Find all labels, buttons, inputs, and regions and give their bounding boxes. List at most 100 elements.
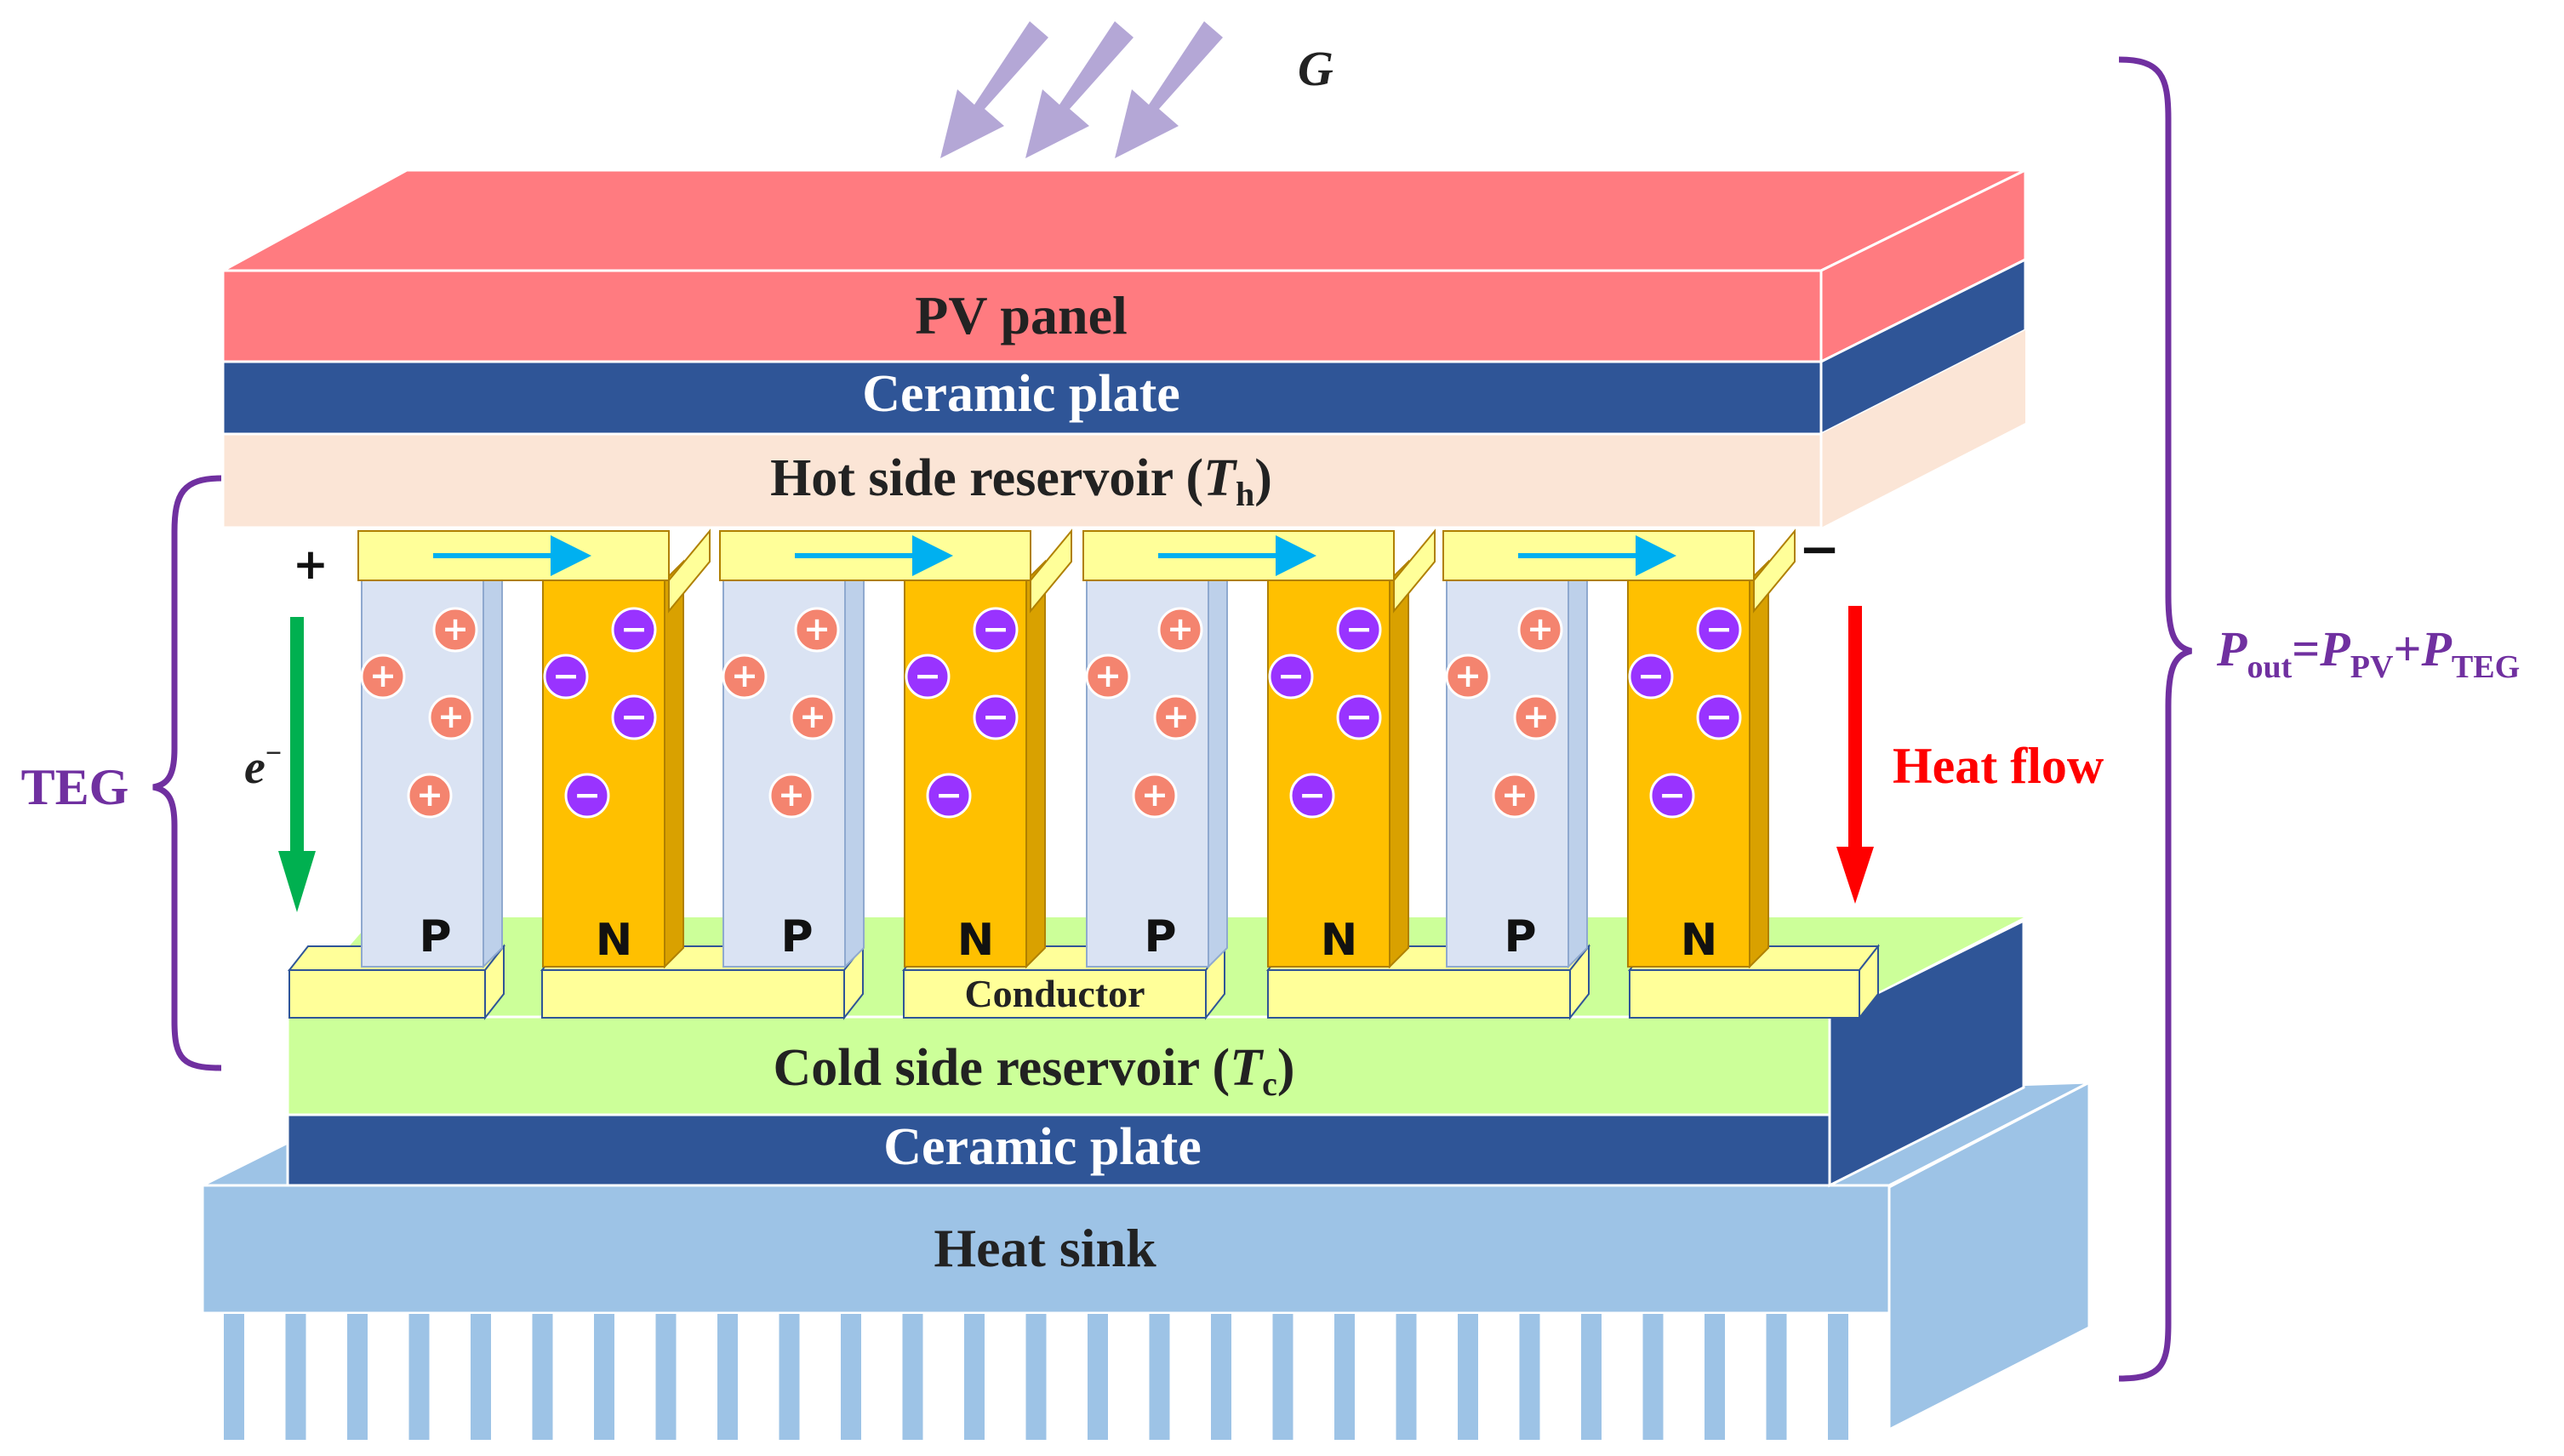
positive-charge-sign: + xyxy=(1501,776,1528,814)
positive-charge-sign: + xyxy=(803,610,831,648)
n-leg-label: N xyxy=(596,915,633,966)
positive-charge xyxy=(1157,607,1203,653)
negative-charge-sign: − xyxy=(1705,610,1733,648)
heat-sink-fin xyxy=(222,1312,246,1442)
top-conductor-side xyxy=(668,528,711,614)
p-leg-side xyxy=(844,559,865,969)
negative-charge xyxy=(543,654,589,699)
positive-charge-sign: + xyxy=(369,657,397,694)
heat-sink-fin xyxy=(1641,1312,1665,1442)
negative-charge-sign: − xyxy=(1277,657,1305,694)
heat-sink-fin xyxy=(1333,1312,1356,1442)
negative-charge-sign: − xyxy=(914,657,941,694)
teg-brace xyxy=(152,475,222,1071)
heat-sink-fin xyxy=(777,1312,802,1442)
n-leg-label: N xyxy=(1681,915,1718,966)
positive-charge xyxy=(722,654,768,699)
negative-charge-sign: − xyxy=(982,610,1009,648)
heat-sink-fin xyxy=(469,1312,493,1442)
heat-sink-fin xyxy=(1826,1312,1850,1442)
irradiance-arrow xyxy=(1025,21,1134,158)
negative-charge-sign: − xyxy=(982,698,1009,735)
positive-charge-sign: + xyxy=(442,610,469,648)
p-leg-side xyxy=(1208,559,1228,969)
positive-charge-sign: + xyxy=(799,698,826,735)
top-conductor-side xyxy=(1030,528,1072,614)
positive-charge xyxy=(790,694,836,740)
irradiance-arrows xyxy=(940,21,1223,158)
positive-charge xyxy=(1517,607,1563,653)
negative-charge-sign: − xyxy=(552,657,580,694)
positive-charge xyxy=(1153,694,1199,740)
positive-charge xyxy=(428,694,474,740)
n-leg-side xyxy=(1749,559,1769,969)
heat-sink-fin xyxy=(1764,1312,1789,1442)
ceramic-top-label: Ceramic plate xyxy=(862,365,1180,423)
negative-charge xyxy=(1336,694,1382,740)
bottom-conductor xyxy=(903,969,1207,1019)
irradiance-label: G xyxy=(1298,41,1333,96)
top-conductor xyxy=(719,530,1031,581)
positive-charge-sign: + xyxy=(437,698,465,735)
cold-reservoir-body xyxy=(286,1015,1831,1116)
negative-charge xyxy=(926,773,972,819)
bottom-conductor xyxy=(1629,969,1860,1019)
positive-charge xyxy=(768,773,814,819)
negative-charge-sign: − xyxy=(1659,776,1686,814)
heat-sink-fin xyxy=(839,1312,863,1442)
heat-flow-arrow xyxy=(1836,606,1874,904)
hot-reservoir-body xyxy=(221,432,1823,529)
heat-sink-fin xyxy=(345,1312,369,1442)
irradiance-arrow xyxy=(1115,21,1223,158)
positive-charge-sign: + xyxy=(1522,698,1550,735)
negative-charge xyxy=(1696,694,1742,740)
hot-reservoir-side xyxy=(1821,330,2025,528)
positive-charge xyxy=(1085,654,1131,699)
negative-charge-sign: − xyxy=(1299,776,1326,814)
heat-sink-fin xyxy=(1147,1312,1172,1442)
heat-sink-fin xyxy=(592,1312,616,1442)
heat-sink-fin xyxy=(283,1312,308,1442)
ceramic-bottom-plate xyxy=(286,1113,1831,1187)
heat-sink-fins xyxy=(222,1312,1850,1442)
positive-charge xyxy=(1445,654,1491,699)
bottom-conductor xyxy=(288,969,486,1019)
positive-charge xyxy=(1513,694,1559,740)
negative-charge-sign: − xyxy=(620,610,648,648)
negative-charge xyxy=(973,607,1019,653)
p-leg-label: P xyxy=(1144,911,1176,962)
negative-charge xyxy=(1336,607,1382,653)
negative-charge xyxy=(1289,773,1335,819)
negative-charge-sign: − xyxy=(935,776,962,814)
heat-sink-fin xyxy=(1456,1312,1480,1442)
bottom-conductor xyxy=(541,969,845,1019)
output-power-formula: Pout=PPV+PTEG xyxy=(2216,621,2520,685)
negative-charge-sign: − xyxy=(620,698,648,735)
negative-charge xyxy=(1628,654,1674,699)
heat-sink-fin xyxy=(407,1312,431,1442)
minus-terminal: − xyxy=(1799,520,1841,578)
electron-label: e− xyxy=(244,738,282,794)
heat-sink-label: Heat sink xyxy=(934,1218,1156,1278)
negative-charge xyxy=(611,607,657,653)
hot-reservoir-label: Hot side reservoir (Th) xyxy=(770,449,1272,513)
n-leg-label: N xyxy=(957,915,995,966)
positive-charge-sign: + xyxy=(1167,610,1194,648)
negative-charge xyxy=(564,773,610,819)
heat-sink-fin xyxy=(1271,1312,1295,1442)
positive-charge-sign: + xyxy=(1454,657,1482,694)
positive-charge-sign: + xyxy=(1141,776,1168,814)
positive-charge-sign: + xyxy=(778,776,805,814)
pv-panel xyxy=(221,269,1823,363)
teg-label: TEG xyxy=(21,759,129,815)
heat-sink-fin xyxy=(900,1312,925,1442)
heat-sink-fin xyxy=(1579,1312,1603,1442)
heat-sink-fin xyxy=(1086,1312,1110,1442)
negative-charge xyxy=(1696,607,1742,653)
negative-charge xyxy=(1649,773,1695,819)
heat-sink-fin xyxy=(1209,1312,1233,1442)
electron-arrow xyxy=(278,617,316,912)
n-leg-side xyxy=(1025,559,1046,969)
p-leg-label: P xyxy=(780,911,813,962)
